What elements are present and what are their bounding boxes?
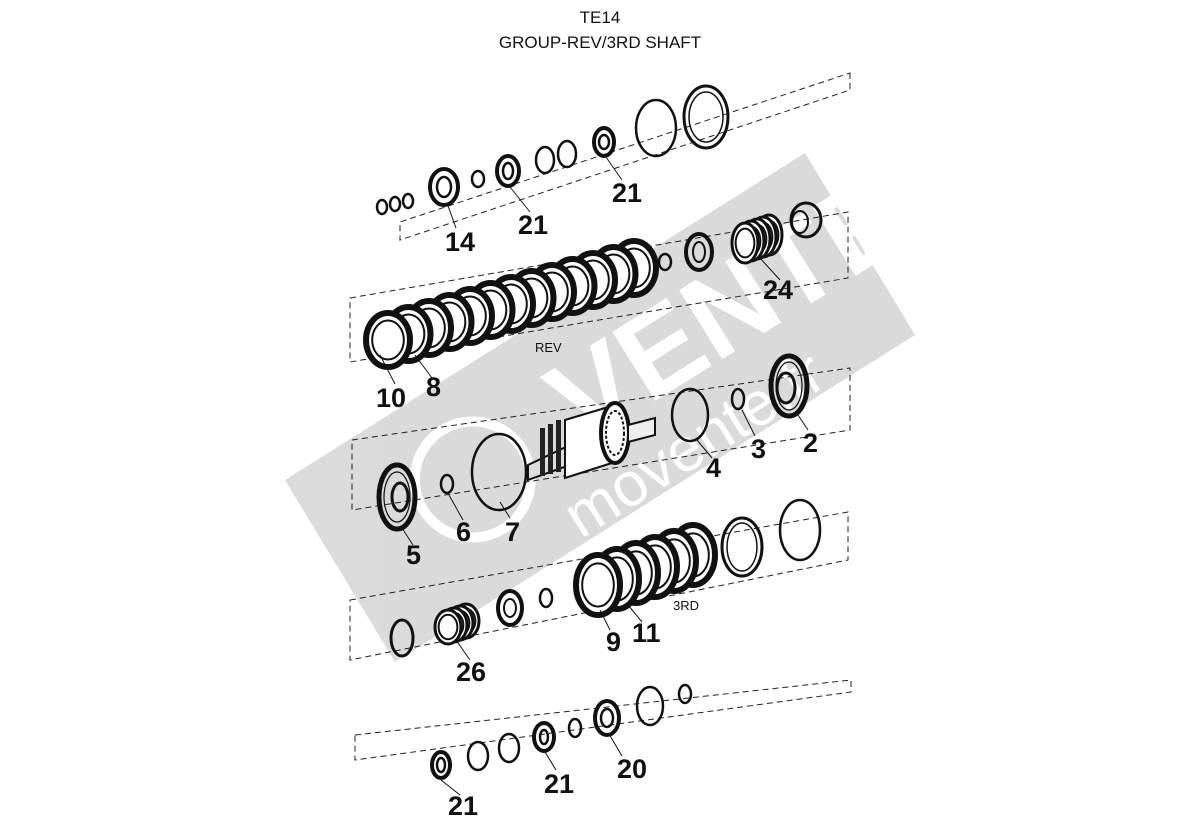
bearing-part-14 (428, 167, 460, 207)
ring-part (375, 198, 389, 216)
leader-21c (544, 751, 557, 771)
clutch-disc-inner (371, 319, 405, 361)
leader-9 (599, 609, 611, 631)
leader-2 (795, 411, 809, 431)
group-label-third: 3RD (673, 598, 699, 613)
diagram-subtitle: GROUP-REV/3RD SHAFT (498, 33, 702, 52)
callout-20: 20 (617, 754, 647, 784)
leader-lines (379, 156, 809, 796)
seal-part (789, 201, 823, 239)
leader-21b (605, 156, 623, 181)
leader-3 (741, 409, 756, 437)
leader-10 (379, 354, 396, 385)
outline-third (349, 511, 849, 661)
callout-3: 3 (751, 434, 766, 464)
spring-coil-inner (437, 613, 459, 641)
leader-24 (759, 257, 781, 281)
shaft-drum-assembly (527, 401, 656, 482)
clutch-disc-inner (581, 562, 615, 608)
callout-24: 24 (763, 275, 793, 305)
ring-part (389, 618, 415, 658)
spring-coil-inner (734, 227, 756, 259)
callout-10: 10 (376, 383, 406, 413)
leader-6 (448, 494, 464, 521)
bearing-part (684, 232, 714, 272)
outline-center (351, 367, 851, 511)
bearing-part-20 (593, 699, 621, 737)
outline-top (399, 72, 851, 241)
leader-21d (440, 779, 461, 796)
outline-bottom (354, 679, 852, 761)
leader-5 (401, 527, 414, 546)
ring-part (657, 252, 673, 272)
callout-21: 21 (518, 210, 548, 240)
callout-21: 21 (612, 178, 642, 208)
leader-14 (446, 202, 457, 229)
callout-21: 21 (544, 769, 574, 799)
snap-ring-part (466, 740, 490, 772)
watermark-logo-ring (409, 416, 536, 543)
leader-11 (627, 604, 643, 623)
seal-ring-part (682, 84, 730, 150)
callout-2: 2 (803, 428, 818, 458)
bearing-part-21 (592, 126, 616, 158)
outline-rev (349, 211, 849, 363)
ring-part (388, 195, 402, 213)
ring-part (677, 683, 693, 705)
callout-11: 11 (632, 618, 661, 648)
leader-7 (499, 501, 511, 519)
group-outlines (349, 72, 852, 761)
spring-pack-24 (730, 213, 784, 265)
row-third-parts (389, 498, 822, 658)
callout-26: 26 (456, 657, 486, 687)
leader-4 (696, 439, 713, 459)
snap-ring-part (556, 139, 578, 169)
ring-part (567, 717, 583, 739)
plate-part (720, 516, 764, 578)
leader-20 (608, 733, 623, 757)
spring-pack-26 (433, 602, 481, 646)
bearing-part-21 (430, 750, 452, 780)
bearing-part-21 (532, 721, 556, 753)
diagram-title: TE14 (579, 8, 621, 27)
o-ring-part-4 (670, 387, 710, 443)
rev-clutch-discs (363, 238, 659, 370)
ring-part (538, 587, 554, 609)
snap-ring-part (534, 145, 556, 175)
ring-part (401, 192, 415, 210)
ring-part (470, 169, 486, 189)
callout-4: 4 (706, 453, 721, 483)
third-clutch-discs (573, 522, 718, 618)
callout-8: 8 (426, 372, 441, 402)
ring-part-6 (439, 473, 455, 495)
leader-8 (414, 354, 433, 379)
snap-ring-part (497, 732, 521, 764)
callout-5: 5 (406, 540, 421, 570)
group-label-rev: REV (535, 340, 562, 355)
piston-part-2 (768, 353, 810, 419)
callout-7: 7 (505, 517, 520, 547)
watermark-band (285, 153, 915, 662)
callout-6: 6 (456, 517, 471, 547)
callout-21: 21 (448, 791, 478, 821)
row-top-parts (375, 84, 730, 216)
row-bottom-parts (430, 683, 693, 780)
row-rev-parts (363, 201, 823, 370)
ring-part-3 (730, 387, 746, 411)
callout-14: 14 (445, 227, 475, 257)
snap-ring-part (635, 685, 665, 727)
bearing-part-21 (495, 154, 521, 188)
o-ring-part-7 (470, 432, 528, 512)
callouts: 14 21 21 24 10 8 2 3 4 7 6 5 9 11 26 20 … (376, 178, 818, 821)
row-center-parts (376, 353, 810, 532)
bearing-part (496, 589, 524, 627)
piston-part-5 (376, 462, 418, 532)
leader-26 (455, 639, 471, 661)
snap-ring-large (778, 498, 822, 562)
snap-ring-large (634, 98, 678, 158)
leader-21a (509, 186, 531, 213)
callout-9: 9 (606, 627, 621, 657)
